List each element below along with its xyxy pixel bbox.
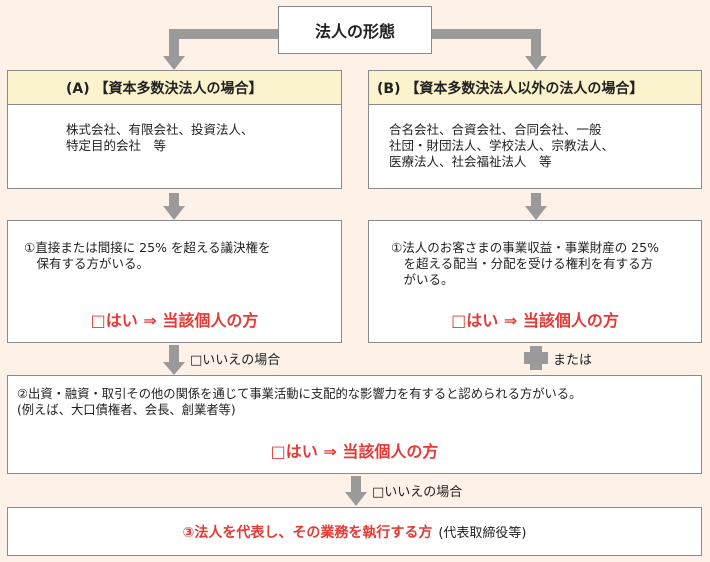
box-b-header: (B) 【資本多数決法人以外の法人の場合】 — [369, 71, 701, 105]
no-label-2: □いいえの場合 — [372, 485, 463, 500]
box-a-body: 株式会社、有限会社、投資法人、 特定目的会社 等 — [66, 122, 254, 153]
box-b-body: 合名会社、合資会社、合同会社、一般 社団・財団法人、学校法人、宗教法人、 医療法… — [389, 122, 615, 169]
question-3-suffix: (代表取締役等) — [438, 526, 527, 541]
box-b-header-text: (B) 【資本多数決法人以外の法人の場合】 — [377, 80, 644, 97]
question-1b-answer: □はい ⇒ 当該個人の方 — [451, 311, 619, 330]
question-1a-box: ①直接または間接に 25% を超える議決権を 保有する方がいる。 □はい ⇒ 当… — [7, 220, 342, 343]
question-2-answer: □はい ⇒ 当該個人の方 — [270, 442, 439, 461]
title-box: 法人の形態 — [278, 6, 432, 54]
question-3-main: ③法人を代表し、その業務を執行する方 — [182, 524, 433, 541]
question-3-box: ③法人を代表し、その業務を執行する方 (代表取締役等) — [7, 507, 702, 556]
box-a: (A) 【資本多数決法人の場合】 株式会社、有限会社、投資法人、 特定目的会社 … — [7, 70, 342, 189]
or-label: または — [553, 353, 593, 368]
box-a-header-text: (A) 【資本多数決法人の場合】 — [66, 80, 263, 97]
question-1a-text: ①直接または間接に 25% を超える議決権を 保有する方がいる。 — [24, 240, 271, 271]
page-title: 法人の形態 — [314, 22, 395, 41]
no-label-1: □いいえの場合 — [190, 353, 281, 368]
question-2-text: ②出資・融資・取引その他の関係を通じて事業活動に支配的な影響力を有すると認められ… — [17, 387, 582, 417]
box-a-header: (A) 【資本多数決法人の場合】 — [8, 71, 341, 105]
question-2-box: ②出資・融資・取引その他の関係を通じて事業活動に支配的な影響力を有すると認められ… — [7, 375, 702, 474]
question-1b-box: ①法人のお客さまの事業収益・事業財産の 25% を超える配当・分配を受ける権利を… — [368, 220, 702, 343]
question-1b-text: ①法人のお客さまの事業収益・事業財産の 25% を超える配当・分配を受ける権利を… — [391, 240, 659, 287]
question-1a-answer: □はい ⇒ 当該個人の方 — [90, 311, 259, 330]
box-b: (B) 【資本多数決法人以外の法人の場合】 合名会社、合資会社、合同会社、一般 … — [368, 70, 702, 189]
